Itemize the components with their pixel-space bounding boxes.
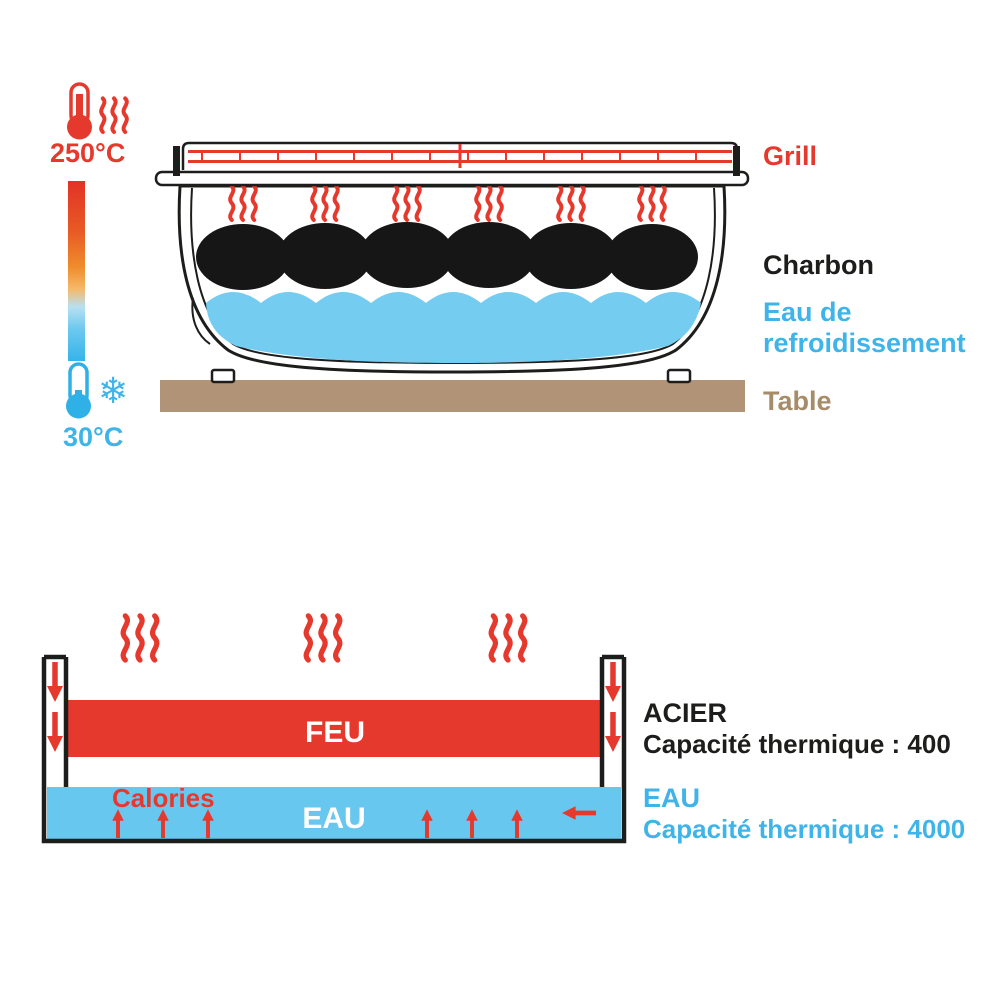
calories-label: Calories: [112, 783, 215, 813]
charbon-label: Charbon: [763, 250, 874, 280]
eau-band-label: EAU: [302, 802, 366, 835]
down-arrow-icon: [47, 662, 63, 702]
charcoal-oval: [278, 223, 372, 289]
grill-cross-section: [66, 82, 750, 419]
grill-grate: [181, 141, 739, 170]
acier-title: ACIER: [643, 698, 728, 728]
container-outline: [41, 654, 627, 844]
grate-hook-left: [173, 146, 180, 176]
heat-waves-icon: [306, 616, 340, 660]
eau-title: EAU: [643, 783, 701, 813]
fire-band: [68, 700, 602, 757]
eau-capacity: Capacité thermique : 4000: [643, 814, 966, 844]
down-arrow-icon: [47, 712, 63, 752]
charcoal-pieces: [196, 222, 698, 290]
down-arrow-icon: [605, 662, 621, 702]
down-arrow-icon: [605, 712, 621, 752]
heat-waves-icon: [491, 616, 525, 660]
thermometer-cold-icon: [66, 362, 91, 419]
acier-capacity: Capacité thermique : 400: [643, 729, 951, 759]
cooling-water: [206, 292, 701, 363]
table-surface: [160, 380, 745, 412]
schematic-heat-waves: [123, 616, 525, 660]
thermometer-hot-icon: [67, 82, 127, 140]
cold-temperature-label: 30°C: [63, 422, 124, 452]
charcoal-oval: [442, 222, 536, 288]
charcoal-oval: [524, 223, 618, 289]
table-label: Table: [763, 386, 832, 416]
heat-waves-icon: [123, 616, 157, 660]
bowl-highlight: [191, 297, 211, 345]
water-band: [47, 787, 621, 839]
charcoal-oval: [606, 224, 698, 290]
heat-transfer-schematic: [41, 616, 627, 844]
charcoal-oval: [196, 224, 290, 290]
cooling-water-label: Eau de refroidissement: [763, 297, 966, 359]
grill-rim: [154, 170, 750, 187]
hot-temperature-label: 250°C: [50, 138, 126, 168]
grill-foot-right: [666, 368, 692, 384]
temperature-gradient-bar: [68, 181, 85, 361]
charcoal-oval: [360, 222, 454, 288]
heat-waves-icon: [101, 98, 127, 132]
snowflake-icon: ❄: [98, 370, 129, 411]
grill-label: Grill: [763, 141, 818, 171]
feu-band-label: FEU: [305, 716, 365, 749]
grill-foot-left: [210, 368, 236, 384]
